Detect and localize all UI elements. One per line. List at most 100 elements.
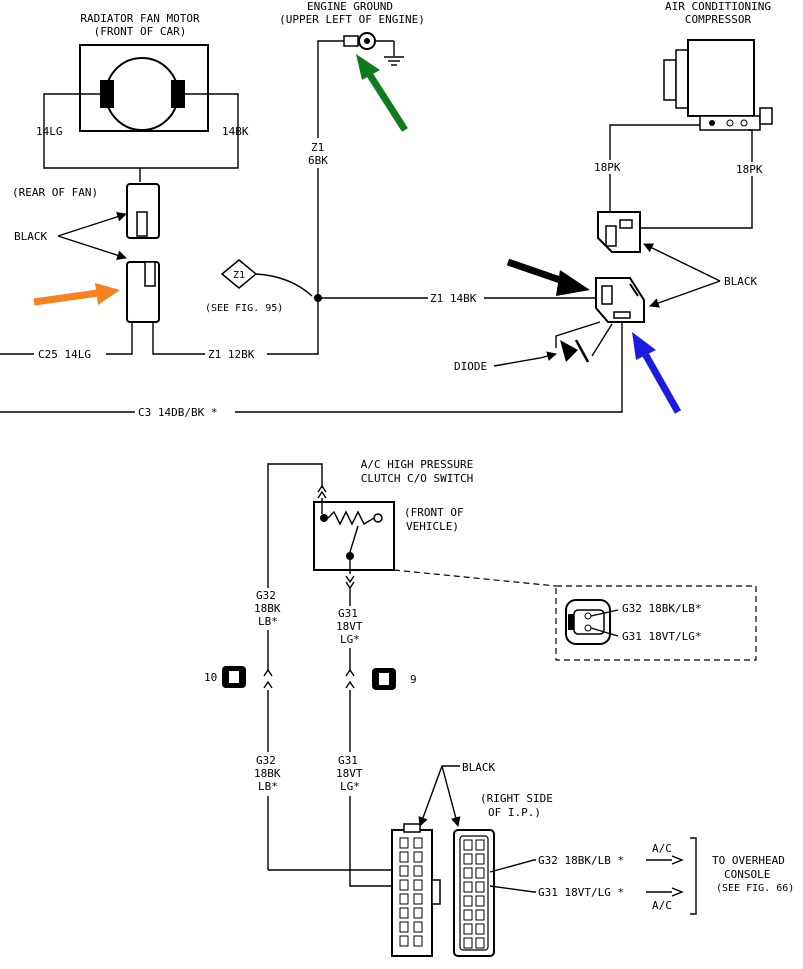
black-left-label: BLACK	[14, 230, 47, 243]
orange-arrow	[33, 283, 120, 306]
ip-left-tab	[403, 823, 421, 833]
switch-contact-right	[373, 513, 383, 523]
c3-label: C3 14DB/BK *	[138, 406, 217, 419]
c25-label-mask	[34, 348, 106, 360]
ac-comp-title-1: AIR CONDITIONING	[665, 0, 771, 13]
z1-12bk-mask	[205, 348, 267, 360]
g31-top-connector	[345, 575, 355, 590]
ac-compressor: AIR CONDITIONING COMPRESSOR 18PK 18PK	[592, 0, 773, 229]
ground-wire	[317, 40, 344, 298]
pk-right-wire	[640, 129, 753, 229]
switch-resistor	[327, 510, 375, 526]
ground-lug	[343, 35, 359, 47]
g32-wire	[267, 463, 323, 870]
g32-b-label-3: LB*	[258, 780, 278, 793]
fan-motor-circle	[105, 57, 179, 131]
g31-b-label-2: 18VT	[336, 767, 363, 780]
diode-label: DIODE	[454, 360, 487, 373]
g32-a-label-3: LB*	[258, 615, 278, 628]
compressor-clutch-2	[675, 49, 689, 109]
green-arrow	[356, 54, 408, 132]
diode-bar	[574, 339, 590, 363]
fan-connector: BLACK	[14, 183, 160, 323]
fan-title-line1: RADIATOR FAN MOTOR	[80, 12, 200, 25]
switch-contact-bottom	[346, 552, 354, 560]
g32-b-label-2: 18BK	[254, 767, 281, 780]
diode-wire-a	[555, 321, 601, 348]
g31-a-label-1: G31	[338, 607, 358, 620]
g32-a-label-1: G32	[256, 589, 276, 602]
front-vehicle-1: (FRONT OF	[404, 506, 464, 519]
ac-bottom-connector	[671, 887, 684, 897]
overhead-label-2: CONSOLE	[724, 868, 770, 881]
radiator-fan-motor: RADIATOR FAN MOTOR (FRONT OF CAR) 14LG 1…	[12, 12, 249, 199]
ip-left-latch	[431, 879, 441, 905]
conn-10-label: 10	[204, 671, 217, 684]
g31-b-label-3: LG*	[340, 780, 360, 793]
compressor-connector-pin-2	[619, 219, 633, 229]
pk-left-wire	[609, 124, 700, 212]
diode-pointer	[493, 351, 557, 367]
g31-out-mask	[536, 886, 646, 898]
overhead-bracket	[690, 837, 697, 915]
switch-arm	[349, 525, 359, 553]
diode-connector	[595, 277, 645, 323]
switch-body	[313, 501, 395, 571]
black-bottom-pointer-b	[441, 765, 461, 827]
g32-a-label-2: 18BK	[254, 602, 281, 615]
z1-tag-pointer	[255, 273, 313, 297]
compressor-connector	[597, 211, 641, 253]
c3-mask	[135, 406, 235, 418]
ip-left-body	[391, 829, 433, 957]
compressor-body	[687, 39, 755, 117]
black-right-pointer-b	[649, 280, 721, 308]
inset-leader	[393, 569, 557, 587]
ground-bolt-center	[364, 38, 370, 44]
c25-label: C25 14LG	[38, 348, 91, 361]
g32-out-mask	[536, 854, 646, 866]
inset-connector	[565, 599, 619, 645]
ip-left-cavities	[399, 837, 423, 947]
g32-b-label-1: G32	[256, 754, 276, 767]
conn-9-label: 9	[410, 673, 417, 686]
g31-b-label-1: G31	[338, 754, 358, 767]
z1-12bk-label: Z1 12BK	[208, 348, 255, 361]
inset-g31-label: G31 18VT/LG*	[622, 630, 701, 643]
diode-connector-pin	[601, 285, 613, 305]
blue-arrow	[632, 332, 682, 414]
inset-lead-1	[590, 609, 619, 617]
ac-top-connector	[671, 855, 684, 865]
ac-comp-title-2: COMPRESSOR	[685, 13, 752, 26]
ground-title-line2: (UPPER LEFT OF ENGINE)	[279, 13, 425, 26]
g31-b-mask	[336, 752, 370, 796]
compressor-connector-body	[597, 211, 641, 253]
z1-upper-mask	[304, 138, 334, 168]
black-bottom-pointer-a	[418, 765, 460, 827]
pk-left-mask	[592, 160, 628, 174]
inset-box	[555, 585, 757, 661]
z1-upper-label-2: 6BK	[308, 154, 328, 167]
conn-9-mask	[344, 670, 356, 690]
pk-right-mask	[734, 162, 770, 176]
fan-connector-top-pin	[136, 211, 148, 237]
z1-tag-label: Z1	[233, 270, 245, 281]
fan-wires	[43, 93, 239, 169]
rear-of-fan-label: (REAR OF FAN)	[12, 186, 98, 199]
switch-contact-left	[320, 514, 328, 522]
overhead-label-3: (SEE FIG. 66)	[716, 883, 794, 894]
terminal-2	[726, 119, 734, 127]
g32-out-label: G32 18BK/LB *	[538, 854, 624, 867]
inset-pin-1	[584, 612, 592, 620]
black-right-pointer-a	[643, 243, 721, 282]
diode-triangle	[560, 340, 578, 362]
g32-top-connector	[317, 484, 327, 499]
g31-a-label-2: 18VT	[336, 620, 363, 633]
fan-connector-top	[126, 183, 160, 239]
switch-title-2: CLUTCH C/O SWITCH	[361, 472, 474, 485]
conn-10-icon-inner	[229, 671, 239, 683]
ac-bottom-label: A/C	[652, 899, 672, 912]
compressor-connector-pin	[605, 225, 617, 247]
ip-right-cavities	[463, 839, 485, 949]
inset-g32-label: G32 18BK/LB*	[622, 602, 701, 615]
